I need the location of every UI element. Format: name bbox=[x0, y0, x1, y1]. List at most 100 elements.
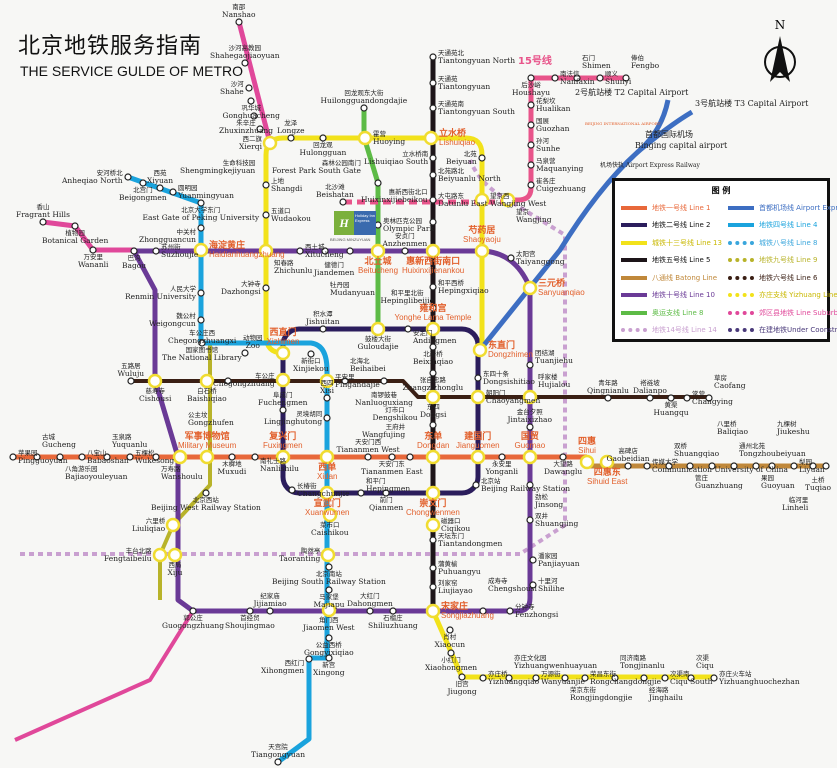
station-dot[interactable] bbox=[822, 462, 830, 470]
station-dot[interactable] bbox=[665, 462, 673, 470]
transfer-icon[interactable] bbox=[579, 454, 595, 470]
station-dot[interactable] bbox=[357, 489, 365, 497]
station-dot[interactable] bbox=[245, 84, 253, 92]
station-dot[interactable] bbox=[505, 674, 513, 682]
station-dot[interactable] bbox=[296, 247, 304, 255]
station-dot[interactable] bbox=[429, 53, 437, 61]
station-dot[interactable] bbox=[611, 674, 619, 682]
station-dot[interactable] bbox=[360, 104, 368, 112]
station-dot[interactable] bbox=[321, 247, 329, 255]
station-dot[interactable] bbox=[527, 161, 535, 169]
station-dot[interactable] bbox=[202, 489, 210, 497]
station-dot[interactable] bbox=[307, 350, 315, 358]
station-dot[interactable] bbox=[156, 184, 164, 192]
station-dot[interactable] bbox=[9, 453, 17, 461]
transfer-icon[interactable] bbox=[522, 389, 538, 405]
station-dot[interactable] bbox=[683, 394, 691, 402]
station-dot[interactable] bbox=[224, 377, 232, 385]
station-dot[interactable] bbox=[624, 462, 632, 470]
station-dot[interactable] bbox=[364, 453, 372, 461]
station-dot[interactable] bbox=[705, 394, 713, 402]
transfer-icon[interactable] bbox=[172, 449, 188, 465]
station-dot[interactable] bbox=[169, 188, 177, 196]
transfer-icon[interactable] bbox=[425, 517, 441, 533]
station-dot[interactable] bbox=[667, 394, 675, 402]
station-dot[interactable] bbox=[752, 462, 760, 470]
station-dot[interactable] bbox=[526, 481, 534, 489]
station-dot[interactable] bbox=[478, 154, 486, 162]
station-dot[interactable] bbox=[596, 74, 604, 82]
transfer-icon[interactable] bbox=[425, 243, 441, 259]
station-dot[interactable] bbox=[527, 74, 535, 82]
station-dot[interactable] bbox=[256, 125, 264, 133]
station-dot[interactable] bbox=[646, 394, 654, 402]
transfer-icon[interactable] bbox=[320, 547, 336, 563]
transfer-icon[interactable] bbox=[425, 485, 441, 501]
station-dot[interactable] bbox=[429, 104, 437, 112]
station-dot[interactable] bbox=[189, 607, 197, 615]
station-dot[interactable] bbox=[287, 134, 295, 142]
station-dot[interactable] bbox=[126, 453, 134, 461]
station-dot[interactable] bbox=[479, 674, 487, 682]
transfer-icon[interactable] bbox=[258, 243, 274, 259]
transfer-icon[interactable] bbox=[199, 449, 215, 465]
transfer-icon[interactable] bbox=[522, 280, 538, 296]
station-dot[interactable] bbox=[198, 339, 206, 347]
station-dot[interactable] bbox=[429, 421, 437, 429]
station-dot[interactable] bbox=[429, 196, 437, 204]
station-dot[interactable] bbox=[246, 607, 254, 615]
station-dot[interactable] bbox=[266, 607, 274, 615]
station-dot[interactable] bbox=[429, 304, 437, 312]
station-dot[interactable] bbox=[325, 586, 333, 594]
station-dot[interactable] bbox=[790, 462, 798, 470]
station-dot[interactable] bbox=[643, 462, 651, 470]
transfer-icon[interactable] bbox=[599, 454, 615, 470]
transfer-icon[interactable] bbox=[470, 389, 486, 405]
station-dot[interactable] bbox=[429, 79, 437, 87]
station-dot[interactable] bbox=[526, 423, 534, 431]
station-dot[interactable] bbox=[809, 462, 817, 470]
